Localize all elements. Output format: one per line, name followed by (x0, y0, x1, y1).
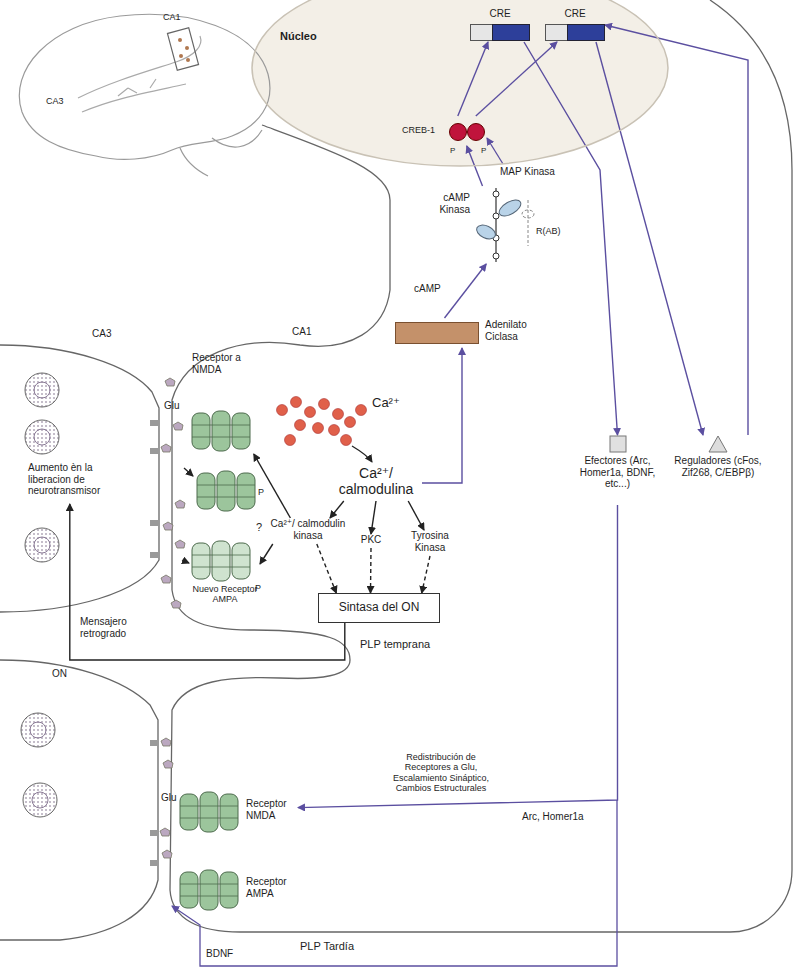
node-text: Tyrosina Kinasa (400, 530, 460, 553)
adenylate-cyclase: Adenilato Ciclasa (395, 318, 560, 348)
pkc-label: PKC (356, 534, 386, 548)
node-text: cAMP Kinasa (418, 192, 470, 215)
glutamate-molecules (160, 378, 185, 858)
connector-arrow (260, 544, 273, 564)
node-text: Ca²⁺/ calmodulina (330, 465, 422, 497)
connector-arrow (422, 348, 462, 483)
node-text: CREB-1 (402, 125, 448, 135)
connector-arrow (445, 264, 487, 318)
connector-arrow (254, 454, 291, 518)
kinase-icon (474, 186, 534, 264)
cre-bar (470, 24, 530, 41)
edge-label: Mensajero retrogrado (78, 616, 152, 639)
active-zones (150, 420, 158, 866)
node-text: Adenilato Ciclasa (485, 319, 557, 342)
brain-sketch (19, 14, 270, 176)
nucleus-outline (250, 0, 670, 168)
process-note: Redistribución de Receptores a Glu, Esca… (385, 752, 497, 793)
edge-label: cAMP (412, 283, 443, 295)
edge-label: ? (254, 521, 264, 534)
region-label: CA1 (292, 326, 311, 338)
node-text: Núcleo (280, 30, 340, 43)
connector-arrow (524, 42, 618, 435)
tyrosine-kinase-label: Tyrosina Kinasa (400, 530, 460, 556)
neuron-outline (0, 0, 792, 940)
leader-arrows (172, 138, 617, 966)
node-text: Receptor a NMDA (192, 352, 264, 375)
new-ampa-receptor: Nuevo Receptor AMPA (190, 540, 260, 620)
phospho-label: P (258, 487, 264, 497)
phospho-label: P (450, 146, 455, 155)
neurotransmitter-label: Glu (164, 400, 180, 412)
effector-square (609, 435, 627, 453)
node-text: Sintasa del ON (319, 601, 439, 615)
connector-arrow (408, 501, 424, 530)
phase-label: PLP temprana (360, 638, 430, 651)
regulators-marker: Reguladores (cFos, Zif268, C/EBPβ) (668, 435, 768, 505)
kinase-label: MAP Kinasa (500, 166, 555, 178)
node-text: Reguladores (cFos, Zif268, C/EBPβ) (668, 455, 768, 478)
connector-arrow (458, 42, 488, 116)
receptor-icon (190, 540, 252, 582)
receptor-icon (178, 869, 240, 911)
calmodulin-label: Ca²⁺/ calmodulina (330, 465, 422, 501)
phase-label: PLP Tardía (300, 940, 354, 953)
messenger-label: ON (52, 668, 67, 680)
node-text: PKC (356, 534, 386, 546)
creb-dimer: CREB-1 (402, 116, 492, 146)
synthase-box: Sintasa del ON (318, 593, 440, 623)
receptor-icon (178, 791, 240, 833)
effectors-marker: Efectores (Arc, Homer1a, BDNF, etc...) (570, 435, 665, 505)
edge-label: Arc, Homer1a (520, 811, 586, 823)
connector-arrow (317, 544, 337, 593)
node-text: Ca²⁺/ calmodulin kinasa (264, 518, 352, 541)
camkii-label: Ca²⁺/ calmodulin kinasa (264, 518, 352, 544)
nucleus: Núcleo CRE CRE CREB-1 (250, 0, 670, 168)
subunit-label: R(AB) (536, 226, 561, 236)
connector-arrow (370, 548, 372, 593)
subunit-symbol (522, 200, 534, 246)
nmda-receptor: Receptor NMDA (178, 790, 298, 834)
region-label: CA1 (163, 12, 181, 22)
phospho-label: P (255, 583, 261, 593)
synaptic-vesicles (21, 373, 59, 817)
nmda-receptor: Receptor a NMDA (190, 352, 265, 454)
regulator-triangle (708, 435, 728, 453)
connector-arrow (476, 42, 557, 116)
region-label: CA3 (92, 328, 111, 340)
connector-arrow (596, 42, 703, 435)
release-note: Aumento èn la liberacion de neurotransmi… (28, 462, 138, 504)
connector-arrow (330, 501, 344, 518)
connector-arrow (298, 505, 618, 808)
factor-label: BDNF (206, 948, 233, 960)
phospho-label: P (481, 146, 486, 155)
ampa-receptor: Receptor AMPA (178, 868, 298, 912)
neurotransmitter-label: Glu (161, 792, 177, 804)
node-text: Efectores (Arc, Homer1a, BDNF, etc...) (570, 455, 665, 490)
cyclase-icon (395, 322, 479, 344)
cre-bar (545, 24, 605, 41)
node-text: Receptor NMDA (246, 798, 298, 821)
cre-element: CRE (470, 8, 530, 42)
node-text: Aumento èn la liberacion de neurotransmi… (28, 462, 138, 497)
connector-arrow (605, 25, 748, 435)
node-text: Nuevo Receptor AMPA (190, 584, 260, 605)
region-label: CA3 (46, 96, 64, 106)
receptor-icon (190, 410, 252, 452)
node-text: CRE (470, 8, 530, 20)
camp-kinase: cAMP Kinasa (418, 186, 542, 264)
ion-label: Ca²⁺ (372, 396, 400, 411)
connector-arrow (422, 556, 430, 593)
node-text: CRE (545, 8, 605, 20)
ampa-receptor-symbol (197, 471, 255, 511)
calcium-ions (277, 397, 367, 446)
cre-element: CRE (545, 8, 605, 42)
node-text: Receptor AMPA (246, 876, 298, 899)
connector-arrow (371, 501, 376, 534)
